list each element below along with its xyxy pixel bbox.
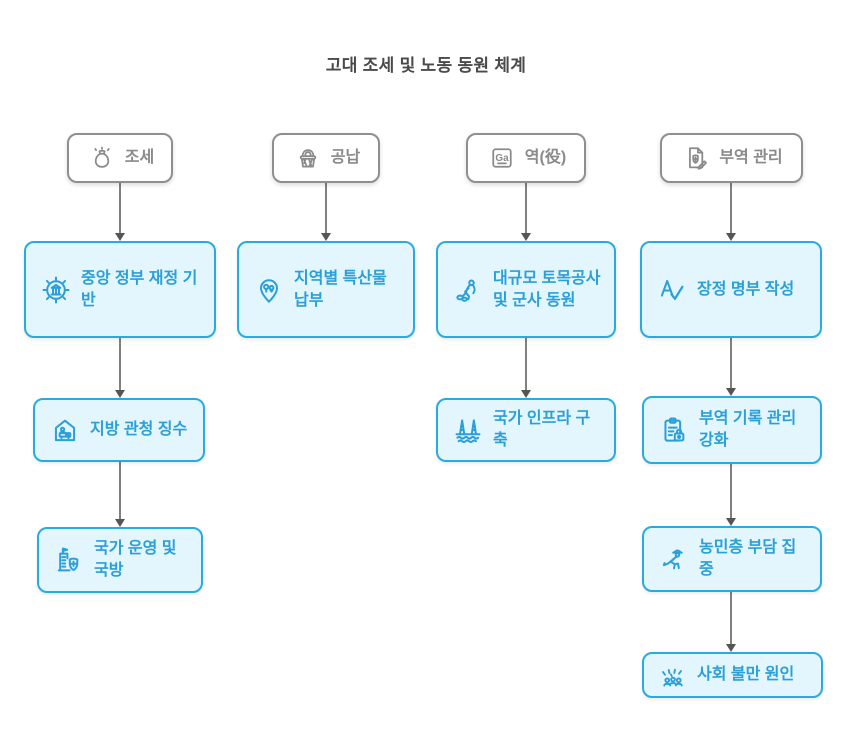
node-label: 부역 기록 관리 강화 — [699, 410, 797, 449]
government-target-icon — [40, 274, 72, 306]
node-label: 대규모 토목공사 및 군사 동원 — [493, 269, 601, 309]
name-check-icon — [656, 274, 688, 306]
arrow-central-finance-to-local-collection — [115, 338, 125, 398]
arrow-peasant-burden-to-social-discontent — [726, 592, 736, 652]
arrow-labor-to-construction — [521, 183, 531, 241]
header-label: 부역 관리 — [719, 149, 783, 167]
arrow-local-collection-to-state-defense — [115, 462, 125, 527]
node-construction-military: 대규모 토목공사 및 군사 동원 — [436, 241, 616, 338]
node-label: 사회 불만 원인 — [697, 666, 795, 684]
node-regional-specialty: 지역별 특산물 납부 — [237, 241, 415, 338]
arrow-tax-to-central-finance — [115, 183, 125, 241]
svg-text:Ga: Ga — [495, 153, 509, 164]
arrow-roster-to-record-management — [726, 338, 736, 396]
node-state-operation-defense: 국가 운영 및 국방 — [37, 527, 203, 593]
basket-icon — [294, 144, 322, 172]
diagram-title: 고대 조세 및 노동 동원 체계 — [325, 56, 527, 75]
node-label: 중앙 정부 재정 기반 — [81, 269, 198, 309]
money-bag-icon — [88, 144, 116, 172]
node-infrastructure: 국가 인프라 구축 — [436, 398, 616, 462]
building-shield-icon — [53, 544, 85, 576]
header-node-tribute: 공납 — [272, 133, 380, 183]
node-label: 국가 운영 및 국방 — [94, 540, 177, 579]
node-label: 지역별 특산물 납부 — [294, 269, 387, 309]
bridge-icon — [452, 414, 484, 446]
node-label: 장정 명부 작성 — [697, 280, 795, 298]
node-social-discontent: 사회 불만 원인 — [642, 652, 823, 698]
header-label: 공납 — [330, 149, 361, 167]
arrow-tribute-to-regional-specialty — [321, 183, 331, 241]
map-pin-produce-icon — [253, 274, 285, 306]
node-label: 국가 인프라 구축 — [493, 410, 591, 449]
node-label: 농민층 부담 집중 — [699, 539, 797, 578]
arrow-construction-to-infrastructure — [521, 338, 531, 398]
node-peasant-burden: 농민층 부담 집중 — [642, 526, 822, 592]
arrow-corvee-to-roster — [726, 183, 736, 241]
local-office-icon — [49, 414, 81, 446]
header-node-labor: Ga 역(役) — [466, 133, 586, 183]
header-label: 조세 — [124, 149, 155, 167]
document-edit-icon — [682, 144, 710, 172]
laborer-icon — [452, 274, 484, 306]
crowd-icon — [658, 660, 688, 690]
header-node-corvee-management: 부역 관리 — [660, 133, 803, 183]
arrow-record-management-to-peasant-burden — [726, 464, 736, 526]
node-local-collection: 지방 관청 징수 — [33, 398, 205, 462]
header-label: 역(役) — [524, 149, 567, 167]
node-label: 지방 관청 징수 — [90, 421, 188, 439]
language-ga-icon: Ga — [488, 144, 516, 172]
node-roster: 장정 명부 작성 — [640, 241, 822, 338]
farmer-icon — [658, 543, 690, 575]
header-node-tax: 조세 — [67, 133, 173, 183]
node-record-management: 부역 기록 관리 강화 — [642, 396, 822, 464]
clipboard-lock-icon — [658, 414, 690, 446]
node-central-finance: 중앙 정부 재정 기반 — [24, 241, 216, 338]
